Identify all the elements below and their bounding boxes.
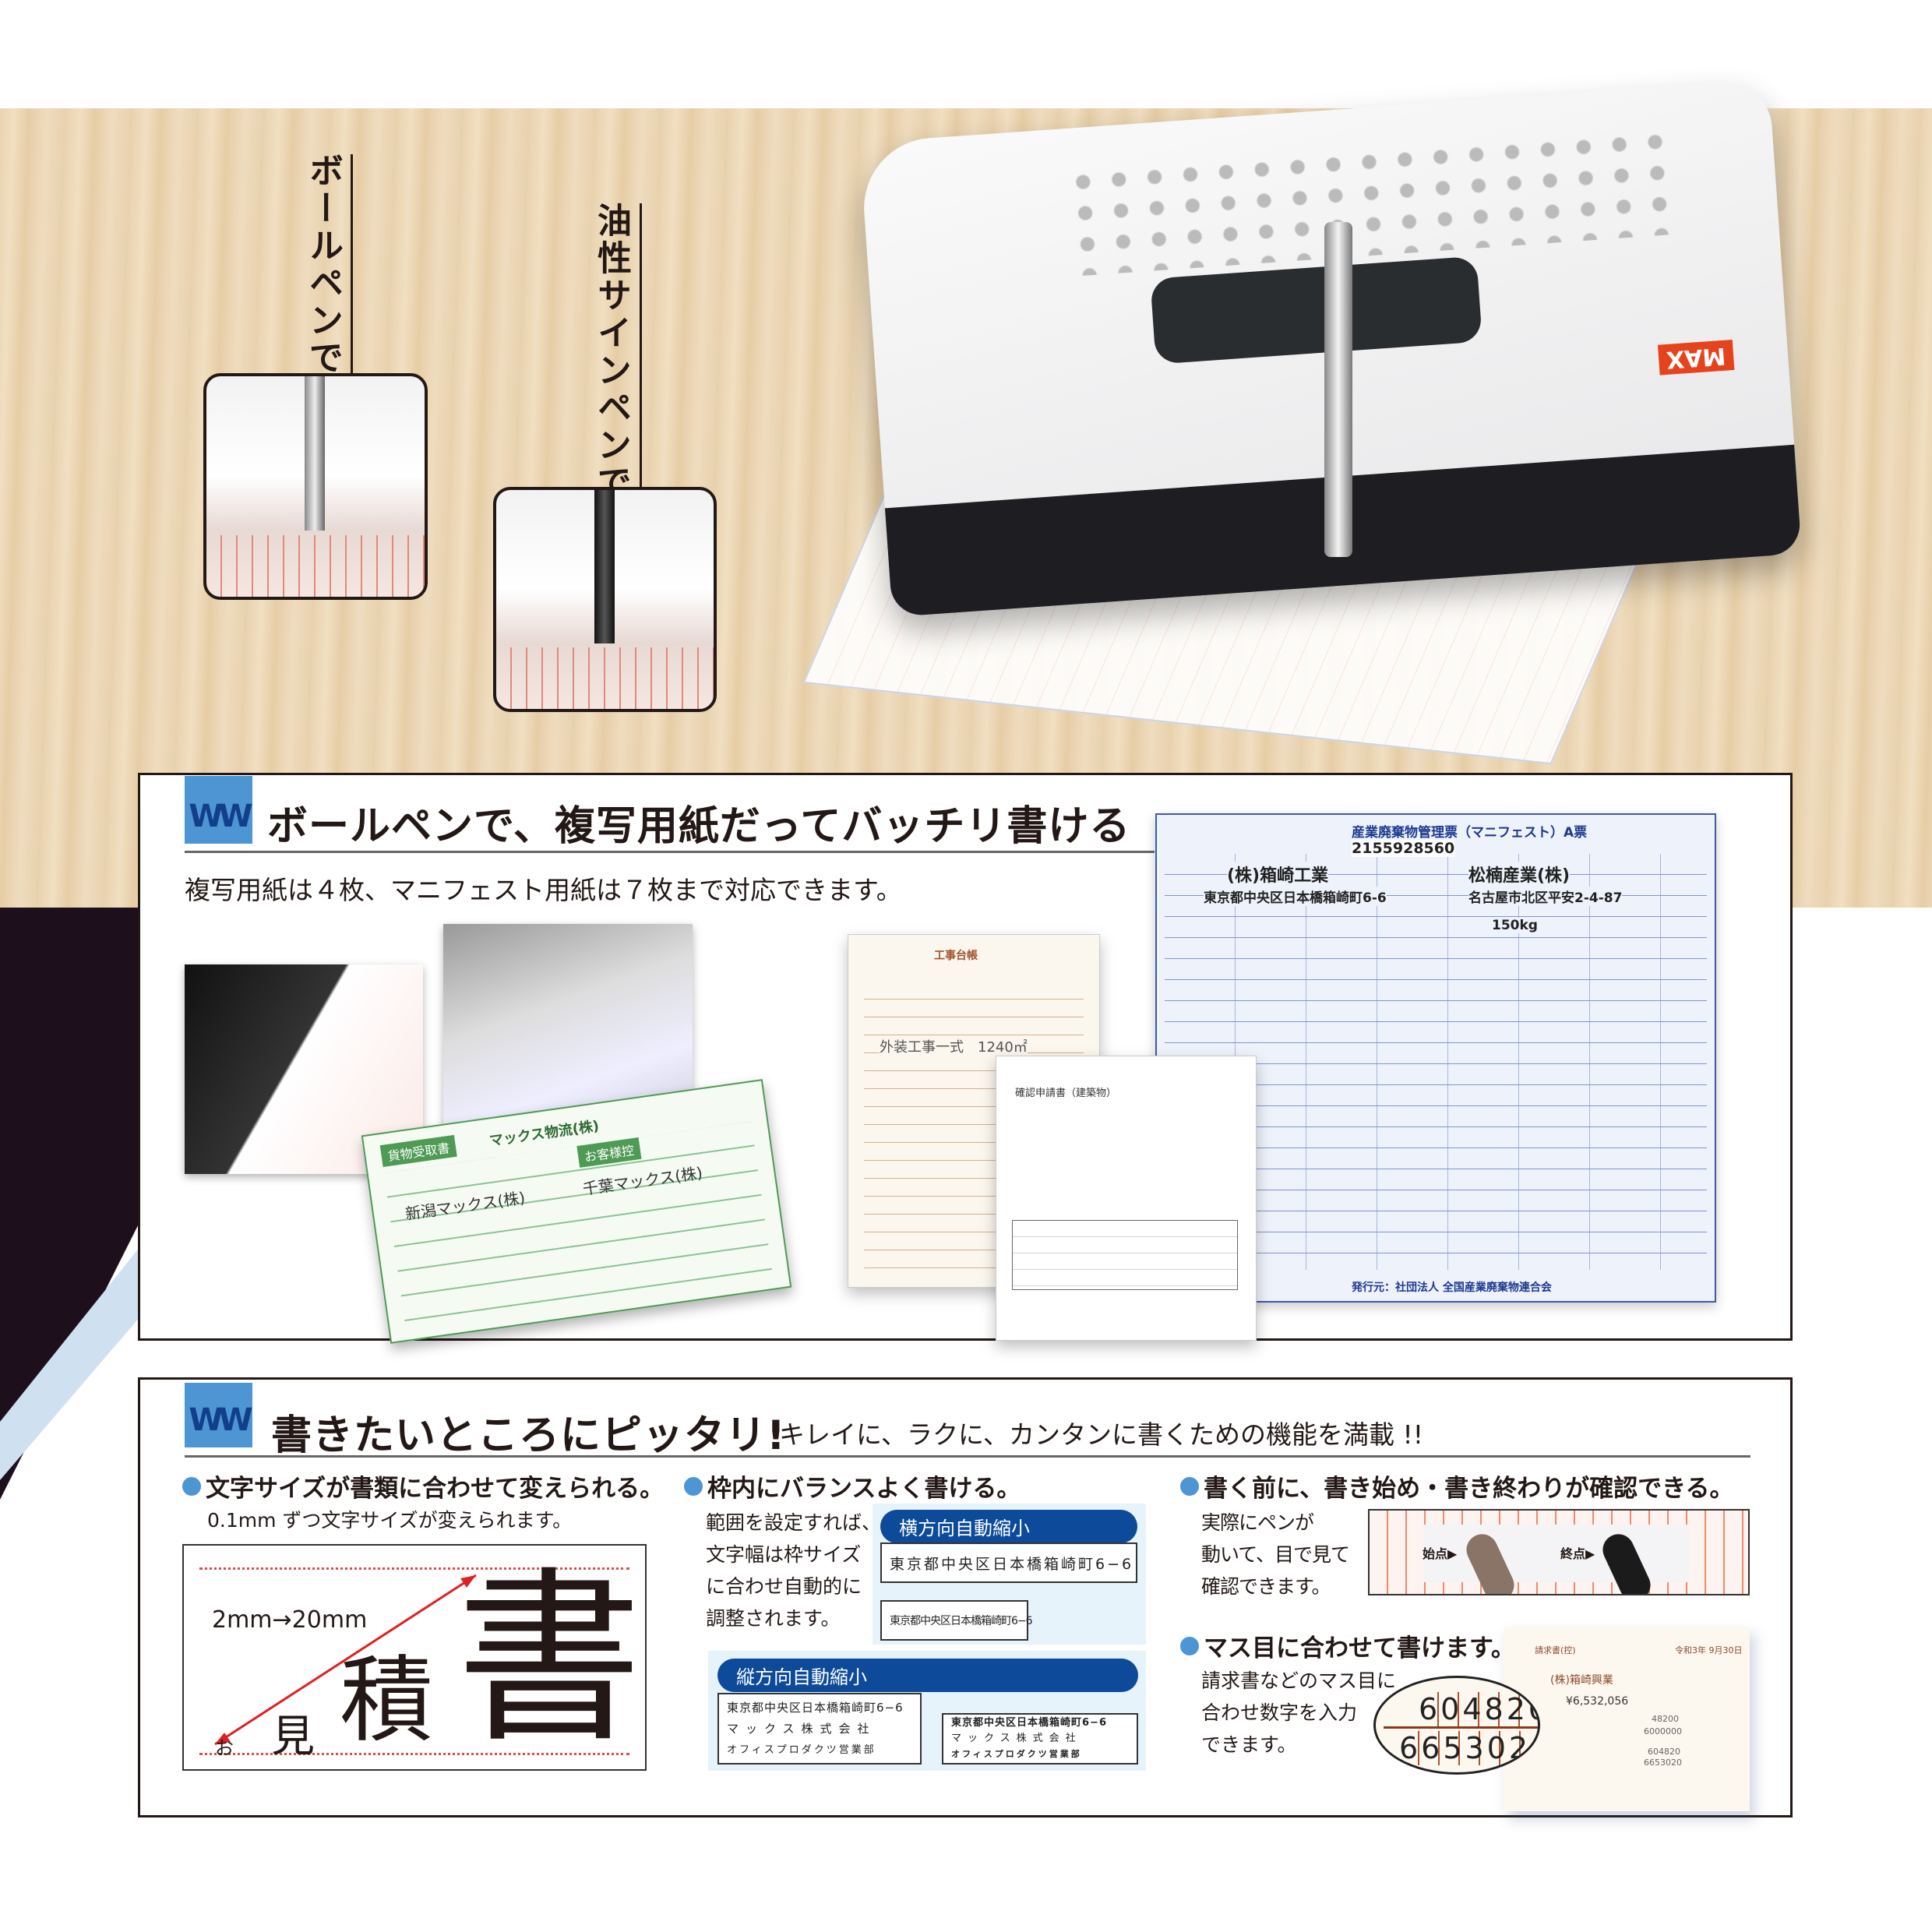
bullet-icon (684, 1476, 703, 1496)
manifest-publisher: 発行元：社団法人 全国産業廃棄物連合会 (1352, 1279, 1552, 1295)
horizontal-shrink-panel: 横方向自動縮小 東京都中央区日本橋箱崎町6−6 東京都中央区日本橋箱崎町6−6 (873, 1504, 1146, 1645)
guide-line (199, 1567, 629, 1570)
manifest-receiver: 松楠産業(株) (1468, 862, 1571, 887)
callout-line (640, 203, 642, 488)
invoice-total: ¥6,532,056 (1566, 1695, 1629, 1708)
lcd-display (1150, 256, 1482, 365)
section1-subtitle: 複写用紙は４枚、マニフェスト用紙は７枚まで対応できます。 (185, 875, 902, 905)
invoice-value: 604820 (1648, 1747, 1680, 1757)
end-label: 終点▶ (1560, 1546, 1595, 1561)
label-ballpoint: ボールペンで (303, 153, 343, 377)
manifest-title: 産業廃棄物管理票（マニフェスト）A票 (1352, 825, 1588, 841)
heading-text: 枠内にバランスよく書ける。 (707, 1475, 1021, 1503)
address-line: 東京都中央区日本橋箱崎町6−6 (951, 1717, 1107, 1729)
col1-desc: 0.1mm ずつ文字サイズが変えられます。 (207, 1509, 573, 1532)
address-tall: 東京都中央区日本橋箱崎町6−6 マックス株式会社 オフィスプロダクツ営業部 (717, 1693, 922, 1765)
divider (185, 1455, 1750, 1458)
desc-line: 文字幅は枠サイズ (706, 1543, 862, 1566)
digits-row: 6653020 (1399, 1731, 1538, 1765)
max-logo: MAX (1657, 340, 1735, 375)
doc-title: 工事台帳 (934, 950, 978, 962)
desc-line: できます。 (1201, 1733, 1297, 1756)
manifest-address: 東京都中央区日本橋箱崎町6-6 (1204, 887, 1387, 906)
form-badge: 貨物受取書 (379, 1134, 457, 1168)
invoice-value: 48200 (1652, 1714, 1679, 1724)
invoice-value: 6653020 (1644, 1757, 1682, 1768)
label-oil-pen: 油性サインペンで (591, 203, 631, 502)
col3-desc2: 請求書などのマス目に 合わせ数字を入力 できます。 (1201, 1665, 1396, 1761)
ww-icon: WW (185, 1383, 253, 1447)
address-line: マックス株式会社 (727, 1721, 876, 1736)
magnified-digits: 604820 6653020 (1373, 1676, 1540, 1775)
manifest-company: (株)箱崎工業 (1227, 862, 1329, 887)
address-line: 東京都中央区日本橋箱崎町6−6 (727, 1700, 904, 1715)
address-narrow: 東京都中央区日本橋箱崎町6−6 (880, 1600, 1033, 1641)
col1-heading: 文字サイズが書類に合わせて変えられる。 (182, 1468, 664, 1504)
start-end-photo: 始点▶ 終点▶ (1368, 1509, 1750, 1595)
horizontal-label: 横方向自動縮小 (880, 1510, 1137, 1543)
char-small: お (215, 1737, 234, 1759)
desc-line: 請求書などのマス目に (1201, 1669, 1397, 1692)
desc-line: 実際にペンが (1201, 1511, 1314, 1534)
address-wide: 東京都中央区日本橋箱崎町6−6 (880, 1542, 1137, 1583)
ballpoint-closeup-photo (203, 373, 428, 600)
section1-title: ボールペンで、複写用紙だってバッチリ書ける (267, 803, 1131, 850)
text-size-demo: 2mm→20mm お 見 積 書 (182, 1544, 647, 1771)
desc-line: 動いて、目で見て (1201, 1543, 1350, 1566)
size-label: 2mm→20mm (212, 1606, 368, 1634)
invoice-date: 令和3年 9月30日 (1675, 1645, 1743, 1655)
vertical-label: 縦方向自動縮小 (717, 1659, 1138, 1692)
address-line: オフィスプロダクツ営業部 (727, 1743, 876, 1756)
section2-subtitle: キレイに、ラクに、カンタンに書くための機能を満載 !! (779, 1419, 1423, 1450)
address-line: オフィスプロダクツ営業部 (951, 1749, 1082, 1759)
guide-line (199, 1753, 629, 1755)
col3-heading: 書く前に、書き始め・書き終わりが確認できる。 (1180, 1468, 1733, 1504)
vertical-shrink-panel: 縦方向自動縮小 東京都中央区日本橋箱崎町6−6 マックス株式会社 オフィスプロダ… (708, 1651, 1146, 1771)
char-xlarge: 書 (457, 1552, 642, 1768)
start-label: 始点▶ (1423, 1546, 1458, 1561)
pen-guide (1424, 1525, 1689, 1582)
pen-holder-image (1324, 222, 1352, 557)
invoice-title: 請求書(控) (1535, 1645, 1576, 1655)
desc-line: 調整されます。 (706, 1607, 841, 1630)
oil-pen-closeup-photo (493, 487, 717, 712)
heading-text: 書く前に、書き始め・書き終わりが確認できる。 (1204, 1475, 1734, 1503)
bullet-icon (1180, 1636, 1199, 1655)
ww-icon: WW (185, 776, 253, 844)
bullet-icon (182, 1476, 201, 1496)
manifest-receiver-address: 名古屋市北区平安2-4-87 (1468, 887, 1623, 906)
col2-desc: 範囲を設定すれば、 文字幅は枠サイズ に合わせ自動的に 調整されます。 (706, 1507, 881, 1634)
doc-table (1012, 1220, 1238, 1290)
desc-line: 範囲を設定すれば、 (706, 1511, 882, 1534)
desc-line: に合わせ自動的に (706, 1575, 862, 1598)
address-line: マックス株式会社 (951, 1733, 1082, 1744)
invoice-doc: 請求書(控) 令和3年 9月30日 (株)箱崎興業 ¥6,532,056 482… (1504, 1627, 1750, 1811)
manifest-weight: 150kg (1492, 918, 1538, 933)
section2-title: 書きたいところにピッタリ! (271, 1412, 786, 1459)
bullet-icon (1180, 1476, 1199, 1496)
divider (185, 851, 1155, 853)
heading-text: マス目に合わせて書けます。 (1204, 1634, 1515, 1662)
keyboard (1064, 125, 1678, 277)
digits-row: 604820 (1419, 1692, 1538, 1726)
manifest-number: 2155928560 (1352, 840, 1455, 857)
invoice-to: (株)箱崎興業 (1550, 1674, 1613, 1687)
char-large: 積 (340, 1647, 433, 1755)
certificate-doc: 確認申請書（建築物） (996, 1056, 1257, 1341)
doc-item: 外装工事一式 1240㎡ (880, 1036, 1028, 1056)
col2-heading: 枠内にバランスよく書ける。 (684, 1468, 1021, 1504)
grid-line (1384, 1726, 1538, 1729)
address-short: 東京都中央区日本橋箱崎町6−6 マックス株式会社 オフィスプロダクツ営業部 (942, 1713, 1138, 1765)
desc-line: 合わせ数字を入力 (1201, 1701, 1358, 1724)
char-medium: 見 (271, 1712, 315, 1762)
desc-line: 確認できます。 (1201, 1575, 1331, 1598)
col3-heading2: マス目に合わせて書けます。 (1180, 1628, 1515, 1663)
size-arrow (214, 1574, 477, 1746)
callout-line (351, 154, 353, 374)
invoice-value: 6000000 (1644, 1726, 1682, 1736)
heading-text: 文字サイズが書類に合わせて変えられる。 (206, 1475, 665, 1503)
doc-title: 確認申請書（建築物） (1015, 1088, 1117, 1099)
col3-desc: 実際にペンが 動いて、目で見て 確認できます。 (1201, 1507, 1350, 1602)
